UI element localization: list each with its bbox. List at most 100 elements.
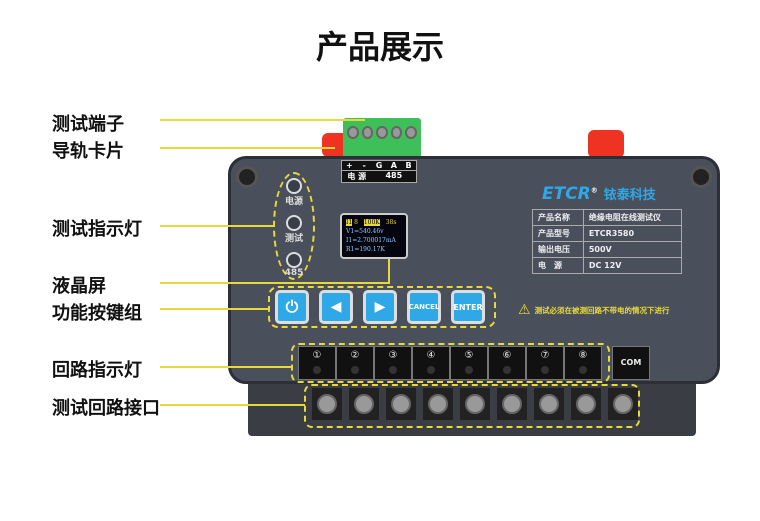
- spec-key: 电 源: [532, 257, 584, 274]
- channel-indicator-group: ① ② ③ ④ ⑤ ⑥ ⑦ ⑧ COM: [298, 346, 650, 380]
- lcd-current: I1=2.700017mA: [346, 237, 396, 244]
- power-indicator-light: [286, 178, 302, 194]
- callout-test-indicator: 测试指示灯: [52, 219, 142, 240]
- spec-value: ETCR3580: [582, 225, 683, 242]
- channel-number: ⑦: [540, 350, 550, 361]
- callout-line: [160, 119, 365, 121]
- spec-key: 输出电压: [532, 241, 584, 258]
- lcd-voltage: V1=540.46v: [346, 228, 384, 235]
- enter-button[interactable]: ENTER: [451, 290, 485, 324]
- registered-mark: ®: [590, 186, 598, 195]
- channel-indicator: ⑦: [526, 346, 564, 380]
- channel-indicator: ⑤: [450, 346, 488, 380]
- terminal: [608, 388, 638, 420]
- terminal-label: G: [375, 161, 383, 170]
- terminal-label: A: [390, 161, 397, 170]
- terminal-label: -: [362, 161, 366, 170]
- terminal: [423, 388, 453, 420]
- brand-name: 铱泰科技: [603, 188, 656, 203]
- lcd-screen: I1 8 100K 38s V1=540.46v I1=2.700017mA R…: [340, 213, 408, 259]
- indicator-label: 485: [284, 268, 304, 278]
- callout-line: [160, 147, 335, 149]
- left-button[interactable]: ◀: [319, 290, 353, 324]
- function-button-group: ⏻ ◀ ▶ CANCEL ENTER: [275, 290, 485, 324]
- rs485-indicator-light: [286, 252, 302, 268]
- channel-indicator: ②: [336, 346, 374, 380]
- callout-line: [160, 308, 270, 310]
- indicator-label: 测试: [284, 234, 303, 244]
- page-title: 产品展示: [315, 28, 444, 66]
- power-button[interactable]: ⏻: [275, 290, 309, 324]
- rail-clip: [588, 130, 624, 158]
- power-group-label: 电 源: [347, 172, 367, 181]
- spec-key: 产品名称: [532, 209, 584, 226]
- lcd-resistance: R1=190.17K: [346, 246, 385, 253]
- screw-icon: [690, 166, 712, 188]
- spec-row: 产品名称绝缘电阻在线测试仪: [532, 209, 683, 226]
- com-label: COM: [612, 346, 650, 380]
- warning-text: 测试必须在被测回路不带电的情况下进行: [534, 305, 670, 315]
- brand-logo-text: ETCR: [542, 184, 591, 204]
- brand-logo: ETCR® 铱泰科技: [542, 184, 656, 204]
- warning-icon: ⚠: [518, 302, 531, 318]
- callout-line: [160, 366, 292, 368]
- terminal: [534, 388, 564, 420]
- terminal: [460, 388, 490, 420]
- lcd-tag: 100K: [363, 219, 380, 226]
- safety-warning: ⚠ 测试必须在被测回路不带电的情况下进行: [518, 302, 670, 318]
- button-group-outline: [268, 286, 496, 328]
- channel-number: ①: [312, 350, 322, 361]
- callout-line: [160, 225, 275, 227]
- channel-group-outline: [291, 343, 610, 383]
- terminal-screws: [248, 380, 696, 420]
- terminal: [497, 388, 527, 420]
- terminal-label: +: [346, 161, 353, 170]
- callout-line: [160, 404, 305, 406]
- callout-loop-indicator: 回路指示灯: [52, 360, 142, 381]
- callout-rail-clip: 导轨卡片: [52, 141, 124, 162]
- terminal: [386, 388, 416, 420]
- callout-line: [388, 259, 390, 283]
- callout-line: [160, 282, 390, 284]
- cancel-button[interactable]: CANCEL: [407, 290, 441, 324]
- channel-indicator: ⑧: [564, 346, 602, 380]
- callout-loop-interface: 测试回路接口: [52, 398, 160, 419]
- test-indicator-light: [286, 215, 302, 231]
- channel-indicator: ③: [374, 346, 412, 380]
- channel-number: ⑤: [464, 350, 474, 361]
- channel-number: ④: [426, 350, 436, 361]
- callout-lcd: 液晶屏: [52, 276, 106, 297]
- terminal: [349, 388, 379, 420]
- callout-function-keys: 功能按键组: [52, 303, 142, 324]
- spec-value: 绝缘电阻在线测试仪: [582, 209, 683, 226]
- channel-indicator: ⑥: [488, 346, 526, 380]
- indicator-group: 电源 测试 485: [284, 178, 304, 278]
- terminal-label-table: + - G A B 电 源 485: [341, 160, 417, 183]
- spec-value: DC 12V: [582, 257, 683, 274]
- channel-number: ⑧: [578, 350, 588, 361]
- lcd-timer: 38s: [385, 219, 397, 226]
- right-button[interactable]: ▶: [363, 290, 397, 324]
- terminal: [312, 388, 342, 420]
- rs485-group-label: 485: [385, 171, 403, 180]
- channel-indicator: ④: [412, 346, 450, 380]
- channel-number: ⑥: [502, 350, 512, 361]
- lcd-tag: 8: [354, 219, 358, 226]
- terminal-label: B: [405, 161, 412, 170]
- channel-indicator: ①: [298, 346, 336, 380]
- channel-number: ③: [388, 350, 398, 361]
- spec-key: 产品型号: [532, 225, 584, 242]
- loop-interface-outline: [304, 384, 640, 428]
- test-terminal-connector: [343, 118, 421, 158]
- channel-number: ②: [350, 350, 360, 361]
- screw-icon: [236, 166, 258, 188]
- terminal: [571, 388, 601, 420]
- spec-value: 500V: [582, 241, 683, 258]
- indicator-label: 电源: [284, 197, 303, 207]
- lcd-tag: I1: [346, 219, 353, 226]
- callout-test-terminal: 测试端子: [52, 114, 124, 135]
